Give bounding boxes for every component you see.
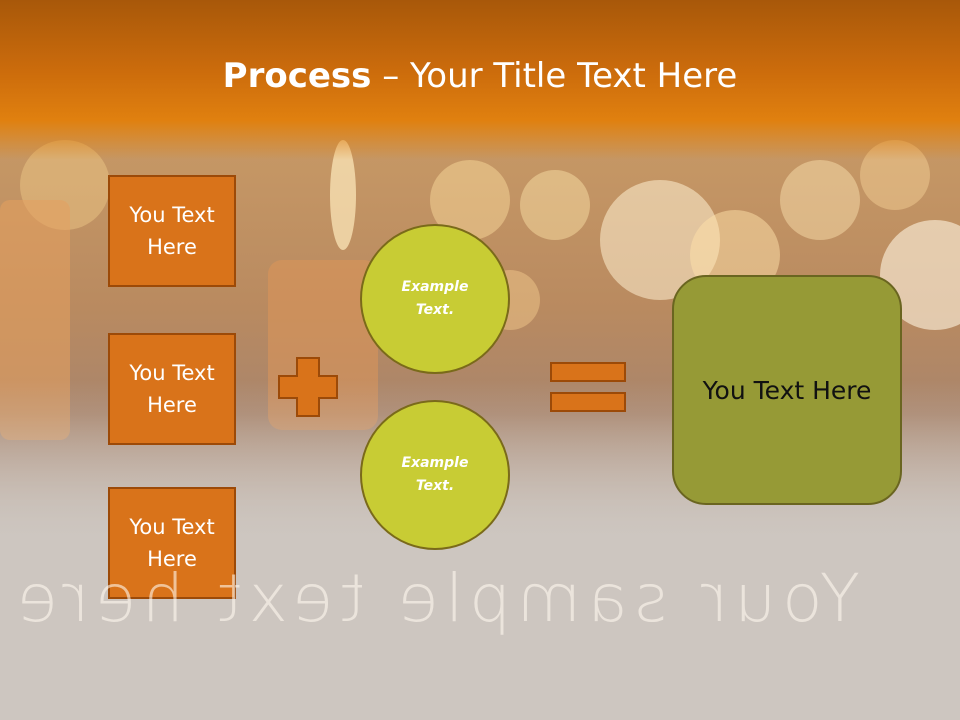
text-box-label: You Text Here [129, 361, 215, 417]
bokeh-light [780, 160, 860, 240]
result-label: You Text Here [702, 375, 872, 405]
title-text: Your Title Text Here [410, 56, 738, 96]
example-circle-2[interactable]: Example Text. [360, 400, 510, 550]
text-box-1[interactable]: You Text Here [108, 175, 236, 287]
result-box[interactable]: You Text Here [672, 275, 902, 505]
circle-label: Example Text. [401, 279, 469, 318]
text-box-label: You Text Here [129, 515, 215, 571]
text-box-3[interactable]: You Text Here [108, 487, 236, 599]
title-band [0, 0, 960, 160]
circle-label: Example Text. [401, 455, 469, 494]
slide-title: Process – Your Title Text Here [0, 54, 960, 98]
title-separator: – [371, 56, 411, 96]
mirrored-watermark-text: Your sample text here [11, 560, 860, 637]
bokeh-light [520, 170, 590, 240]
text-box-2[interactable]: You Text Here [108, 333, 236, 445]
title-bold: Process [222, 56, 372, 96]
example-circle-1[interactable]: Example Text. [360, 224, 510, 374]
text-box-label: You Text Here [129, 203, 215, 259]
